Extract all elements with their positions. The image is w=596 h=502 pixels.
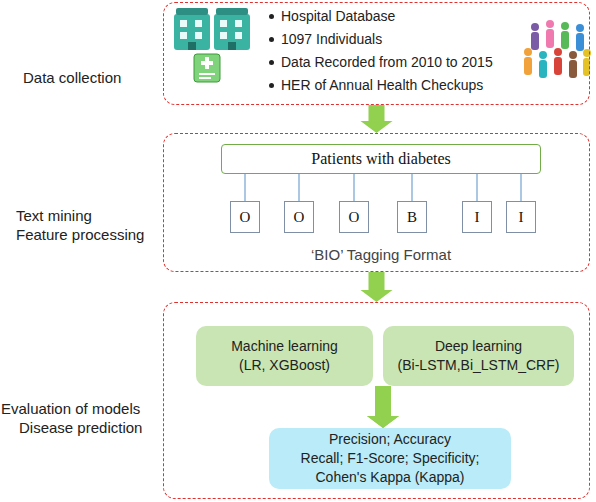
box-text: Recall; F1-Score; Specificity; [301,449,480,468]
box-text: (Bi-LSTM,Bi_LSTM_CRF) [398,356,560,375]
tag-link [353,174,355,201]
bullet-dot [269,60,274,65]
tag-box: B [397,201,427,233]
block-arrow [361,105,393,133]
tag-box: I [462,201,492,233]
box-text: Machine learning [231,337,338,356]
box-text: O [349,209,360,226]
bullet-dot [269,83,274,88]
stage-box: Evaluation of modelsDisease predictionMa… [163,302,590,499]
bullet-dot [269,14,274,19]
tag-link [476,174,478,201]
tag-link [520,174,522,201]
tag-link [298,174,300,201]
tag-box: O [284,201,314,233]
bullet-item: Data Recorded from 2010 to 2015 [281,54,493,70]
format-caption: ‘BIO’ Tagging Format [311,246,451,263]
tag-link [244,174,246,201]
bullet-item: Hospital Database [281,8,395,24]
box-text: B [407,209,417,226]
input-box: Patients with diabetes [221,144,541,174]
tag-box: O [230,201,260,233]
stage-label: Data collection [23,69,121,86]
model-box: Deep learning(Bi-LSTM,Bi_LSTM_CRF) [383,326,574,386]
box-text: O [240,209,251,226]
metrics-box: Precision; AccuracyRecall; F1-Score; Spe… [269,428,511,489]
box-text: I [475,209,480,226]
box-text: I [519,209,524,226]
bullet-item: 1097 Individuals [281,31,382,47]
model-box: Machine learning(LR, XGBoost) [196,326,373,386]
block-arrow [367,386,399,428]
box-text: (LR, XGBoost) [239,356,330,375]
people-icon [524,20,591,78]
stage-label: Evaluation of models [1,400,140,417]
box-text: Cohen's Kappa (Kappa) [316,468,465,487]
box-text: Patients with diabetes [311,150,451,168]
tag-box: O [339,201,369,233]
stage-box: Text miningFeature processing‘BIO’ Taggi… [163,133,590,272]
bullet-dot [269,37,274,42]
tag-link [411,174,413,201]
block-arrow [367,386,399,428]
stage-label: Text mining [16,207,92,224]
block-arrow [361,272,393,302]
bullet-item: HER of Annual Health Checkups [281,77,483,93]
box-text: Precision; Accuracy [329,430,451,449]
tag-box: I [506,201,536,233]
stage-label: Feature processing [16,226,144,243]
box-text: O [294,209,305,226]
hospital-icon [174,8,250,82]
stage-box: Data collectionHospital Database1097 Ind… [163,2,590,105]
box-text: Deep learning [435,337,522,356]
stage-label: Disease prediction [19,419,142,436]
